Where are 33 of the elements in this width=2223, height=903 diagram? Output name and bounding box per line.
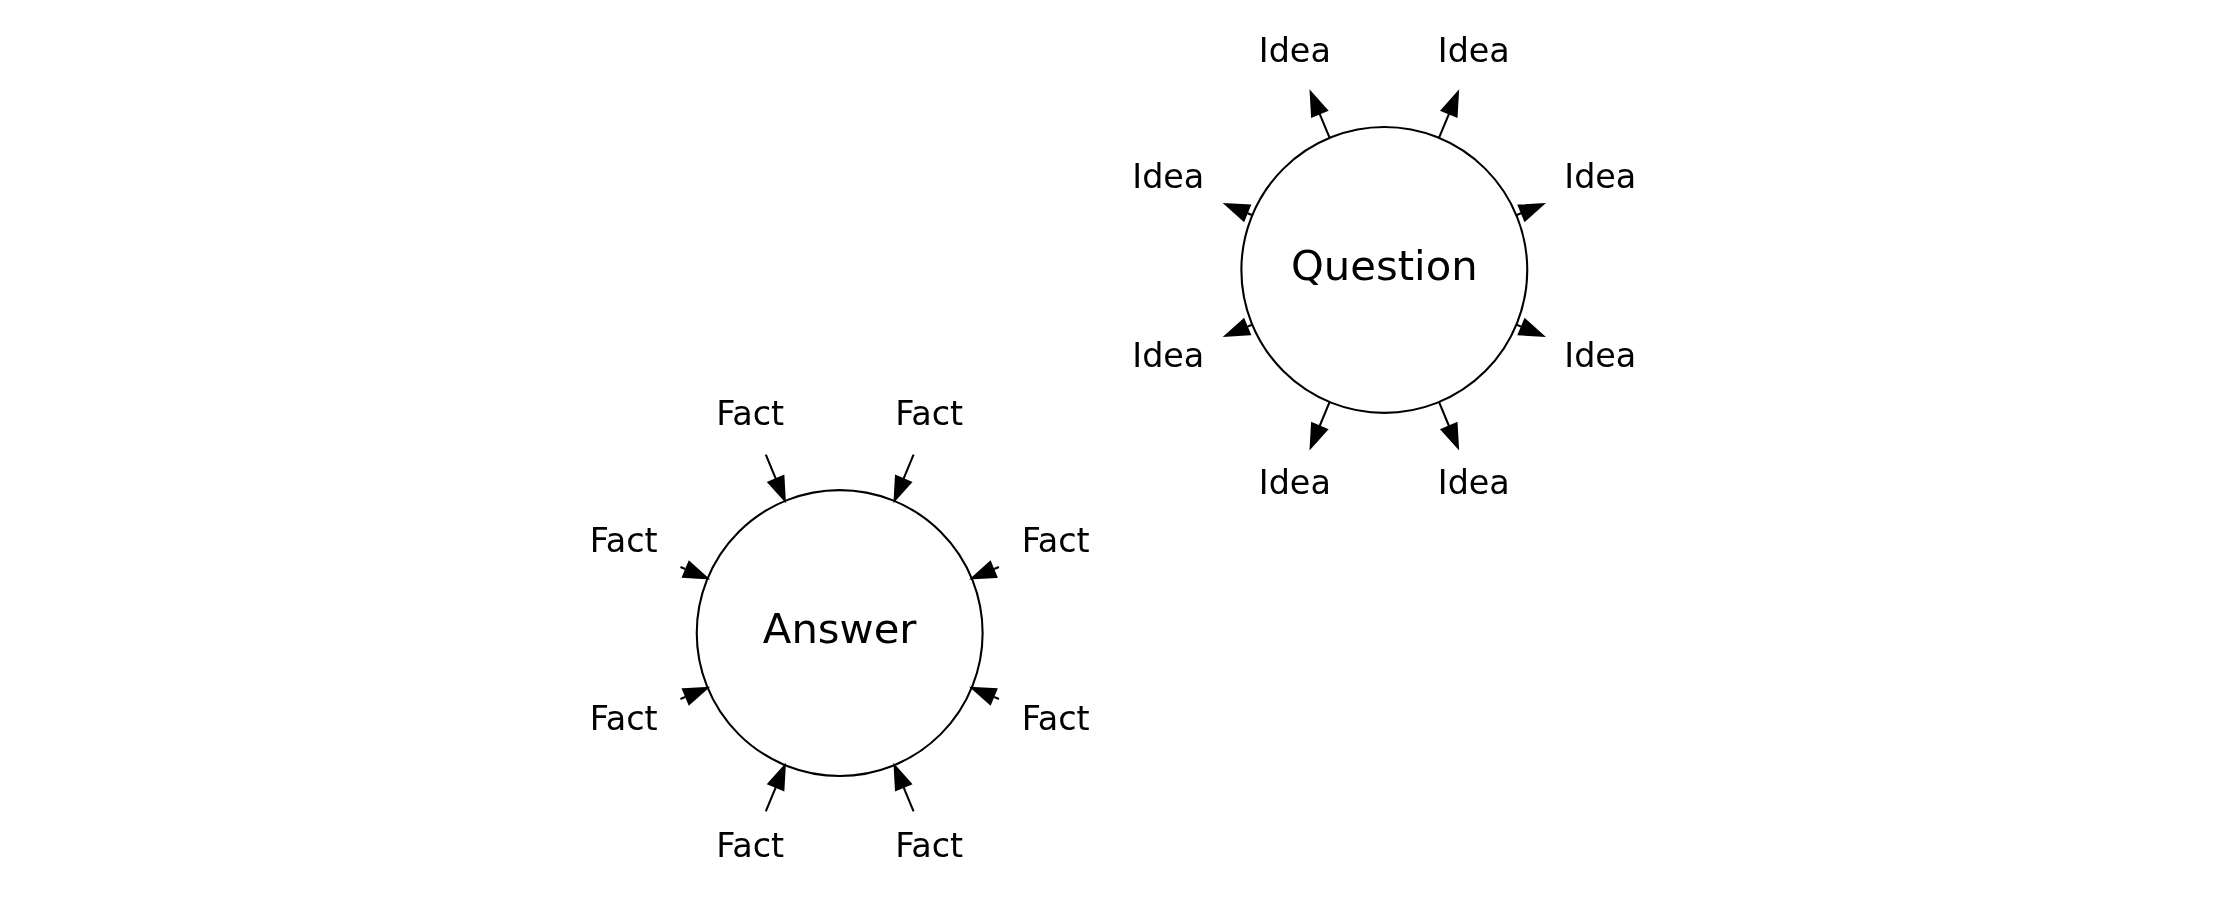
node-circle: Answer bbox=[695, 489, 984, 778]
arrow bbox=[892, 454, 915, 504]
node-text: Idea bbox=[1131, 157, 1204, 197]
node-text: Idea bbox=[1437, 462, 1510, 502]
node-text: Idea bbox=[1563, 157, 1636, 197]
arrow bbox=[892, 762, 915, 812]
arrow bbox=[679, 686, 710, 706]
node-text: Idea bbox=[1563, 336, 1636, 376]
node-text: Idea bbox=[1258, 30, 1331, 70]
arrow bbox=[679, 560, 710, 580]
arrow bbox=[1515, 317, 1546, 337]
node-text: Fact bbox=[1021, 699, 1090, 739]
node-text: Fact bbox=[1021, 520, 1090, 560]
node-text: Idea bbox=[1437, 30, 1510, 70]
node-text: Fact bbox=[589, 520, 658, 560]
arrow bbox=[1309, 402, 1330, 451]
node-circle: Question bbox=[1239, 125, 1528, 414]
node-text: Idea bbox=[1131, 336, 1204, 376]
node-text: Fact bbox=[589, 699, 658, 739]
node-text: Idea bbox=[1258, 462, 1331, 502]
node-text: Fact bbox=[894, 393, 963, 433]
arrow bbox=[968, 560, 999, 580]
node-text: Fact bbox=[715, 825, 784, 865]
arrow bbox=[1309, 89, 1330, 138]
node-text: Fact bbox=[894, 825, 963, 865]
arrow bbox=[1437, 89, 1459, 138]
arrow bbox=[764, 454, 786, 504]
arrow bbox=[968, 686, 999, 706]
node-text: Fact bbox=[715, 393, 784, 433]
arrow bbox=[1222, 317, 1252, 337]
arrow bbox=[764, 762, 786, 812]
arrow bbox=[1437, 402, 1459, 451]
arrow bbox=[1222, 203, 1252, 223]
